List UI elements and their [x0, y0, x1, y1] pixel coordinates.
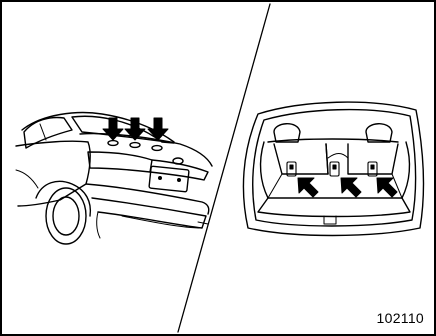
shelf-anchor-1: [108, 141, 118, 146]
sedan-tail-light: [88, 152, 152, 172]
shelf-anchor-2: [130, 143, 140, 148]
figure-id-label: 102110: [377, 310, 424, 326]
cargo-floor: [258, 198, 410, 217]
diagonal-arrow-icon: [298, 178, 318, 197]
shelf-anchor-3: [152, 146, 162, 151]
seatback-panel: [274, 144, 328, 174]
panel-divider: [178, 4, 270, 332]
cargo-illustration: [243, 102, 423, 235]
diagonal-arrow-icon: [377, 178, 397, 197]
trunk-latch: [324, 216, 336, 224]
down-arrow-group: [103, 118, 168, 140]
license-plate: [149, 166, 189, 192]
sedan-trunk-lid: [80, 134, 212, 166]
diagonal-arrow-icon: [341, 178, 361, 197]
illustration: [2, 2, 434, 334]
sedan-body-side: [16, 141, 90, 206]
diagonal-arrow-group: [298, 178, 397, 197]
